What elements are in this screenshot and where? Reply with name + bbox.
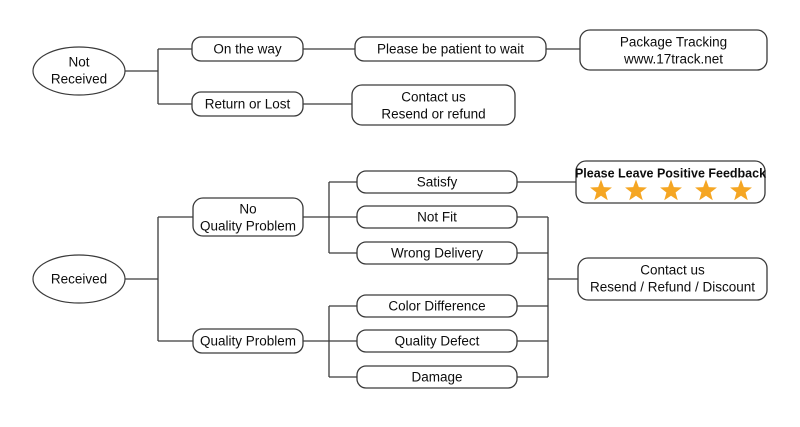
damage-label: Damage <box>411 370 462 385</box>
quality-problem-label: Quality Problem <box>200 334 296 349</box>
node-quality-defect[interactable]: Quality Defect <box>356 329 518 353</box>
resolution-contact-line1: Contact us <box>640 263 705 278</box>
not-received-label-line1: Not <box>68 55 89 70</box>
color-difference-label: Color Difference <box>388 299 485 314</box>
node-return-or-lost[interactable]: Return or Lost <box>191 91 304 117</box>
star-icon[interactable] <box>730 179 752 201</box>
star-icon[interactable] <box>625 179 647 201</box>
return-or-lost-box <box>191 91 304 117</box>
node-positive-feedback[interactable]: Please Leave Positive Feedback <box>575 160 766 204</box>
star-icon[interactable] <box>695 179 717 201</box>
node-not-received[interactable]: Not Received <box>32 46 126 96</box>
received-label: Received <box>51 272 107 287</box>
resolution-contact-line2: Resend / Refund / Discount <box>590 280 755 295</box>
on-the-way-box <box>191 36 304 62</box>
node-satisfy[interactable]: Satisfy <box>356 170 518 194</box>
not-received-label-line2: Received <box>51 72 107 87</box>
contact-resend-refund-line2: Resend or refund <box>381 107 485 122</box>
node-on-the-way[interactable]: On the way <box>191 36 304 62</box>
node-no-quality-problem[interactable]: No Quality Problem <box>192 197 304 237</box>
node-color-difference[interactable]: Color Difference <box>356 294 518 318</box>
node-not-fit[interactable]: Not Fit <box>356 205 518 229</box>
quality-defect-box <box>356 329 518 353</box>
damage-box <box>356 365 518 389</box>
node-wrong-delivery[interactable]: Wrong Delivery <box>356 241 518 265</box>
not-fit-box <box>356 205 518 229</box>
return-or-lost-label: Return or Lost <box>205 97 291 112</box>
please-be-patient-box <box>354 36 547 62</box>
star-icon[interactable] <box>590 179 612 201</box>
wrong-delivery-box <box>356 241 518 265</box>
no-quality-problem-box <box>192 197 304 237</box>
quality-defect-label: Quality Defect <box>395 334 480 349</box>
no-quality-problem-label-line2: Quality Problem <box>200 219 296 234</box>
node-package-tracking[interactable]: Package Tracking www.17track.net <box>579 29 768 71</box>
node-quality-problem[interactable]: Quality Problem <box>192 328 304 354</box>
quality-problem-box <box>192 328 304 354</box>
no-quality-problem-label-line1: No <box>239 202 256 217</box>
star-rating[interactable] <box>590 179 752 201</box>
not-fit-label: Not Fit <box>417 210 457 225</box>
wrong-delivery-label: Wrong Delivery <box>391 246 483 261</box>
color-difference-box <box>356 294 518 318</box>
node-contact-resend-refund[interactable]: Contact us Resend or refund <box>351 84 516 126</box>
node-please-be-patient[interactable]: Please be patient to wait <box>354 36 547 62</box>
not-received-ellipse <box>32 46 126 96</box>
node-damage[interactable]: Damage <box>356 365 518 389</box>
contact-resend-refund-box <box>351 84 516 126</box>
received-ellipse <box>32 254 126 304</box>
resolution-contact-box <box>577 257 768 301</box>
contact-resend-refund-line1: Contact us <box>401 90 466 105</box>
node-resolution-contact[interactable]: Contact us Resend / Refund / Discount <box>577 257 768 301</box>
package-tracking-box <box>579 29 768 71</box>
positive-feedback-label: Please Leave Positive Feedback <box>575 166 766 180</box>
satisfy-label: Satisfy <box>417 175 458 190</box>
package-tracking-label-line1: Package Tracking <box>620 35 727 50</box>
package-tracking-url[interactable]: www.17track.net <box>623 52 723 67</box>
please-be-patient-label: Please be patient to wait <box>377 42 524 57</box>
satisfy-box <box>356 170 518 194</box>
node-received[interactable]: Received <box>32 254 126 304</box>
on-the-way-label: On the way <box>213 42 282 57</box>
star-icon[interactable] <box>660 179 682 201</box>
